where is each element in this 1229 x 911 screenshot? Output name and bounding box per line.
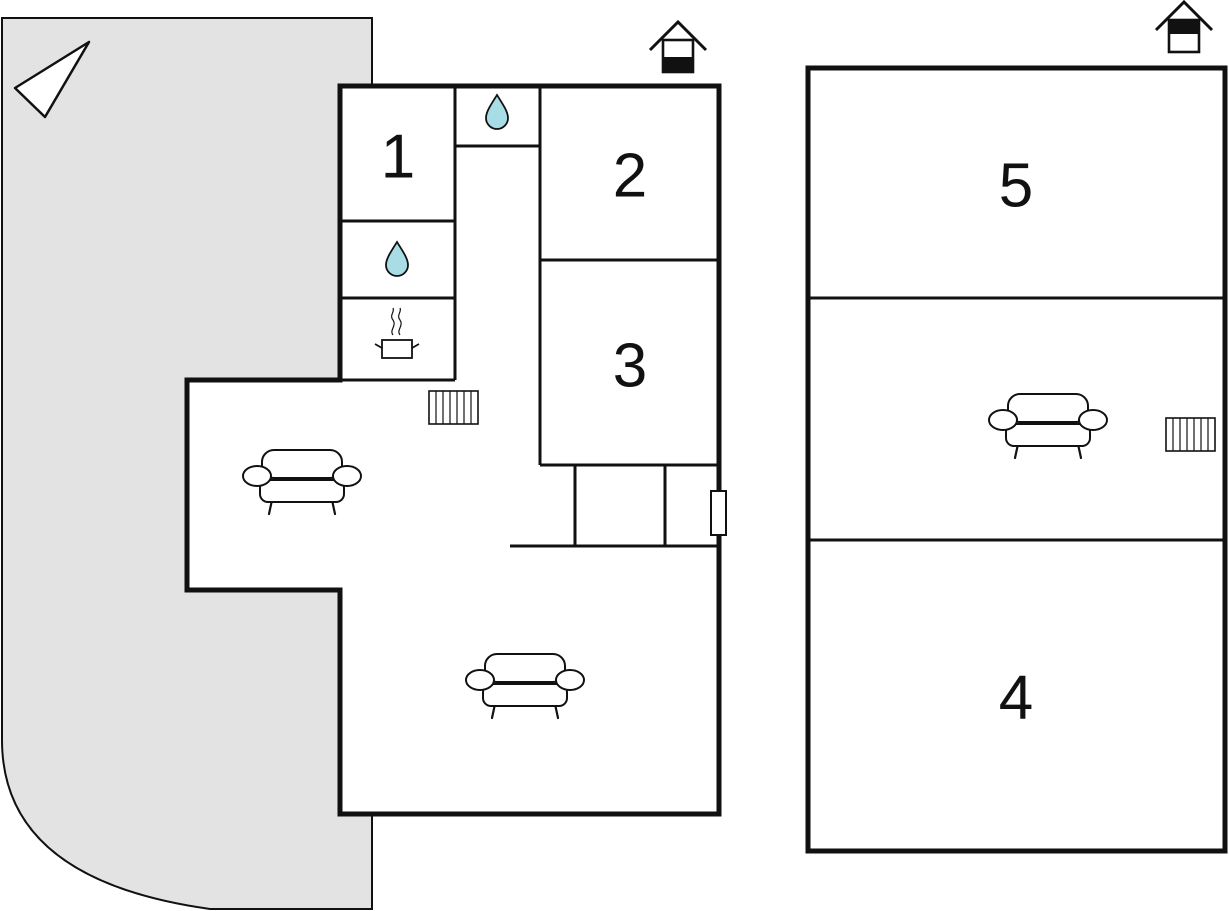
upper-floor-internal-walls [808, 296, 1225, 542]
water-drop-icon [385, 240, 409, 277]
house-floor-icon [1154, 0, 1214, 54]
room-number-2: 2 [613, 142, 647, 211]
water-drop-icon [485, 93, 509, 130]
radiator-icon [1165, 417, 1216, 452]
door-marker [710, 490, 727, 536]
ground-floor-outline [184, 83, 722, 817]
room-number-3: 3 [613, 332, 647, 401]
compass-north-arrow-icon [13, 40, 91, 119]
upper-floor-outline [805, 65, 1228, 854]
radiator-icon [428, 390, 479, 425]
ground-floor-internal-walls [340, 86, 719, 548]
room-number-1: 1 [381, 123, 415, 192]
cooking-pot-icon [374, 307, 420, 359]
room-number-4: 4 [999, 664, 1033, 733]
house-floor-icon [648, 19, 708, 74]
room-number-5: 5 [999, 152, 1033, 221]
